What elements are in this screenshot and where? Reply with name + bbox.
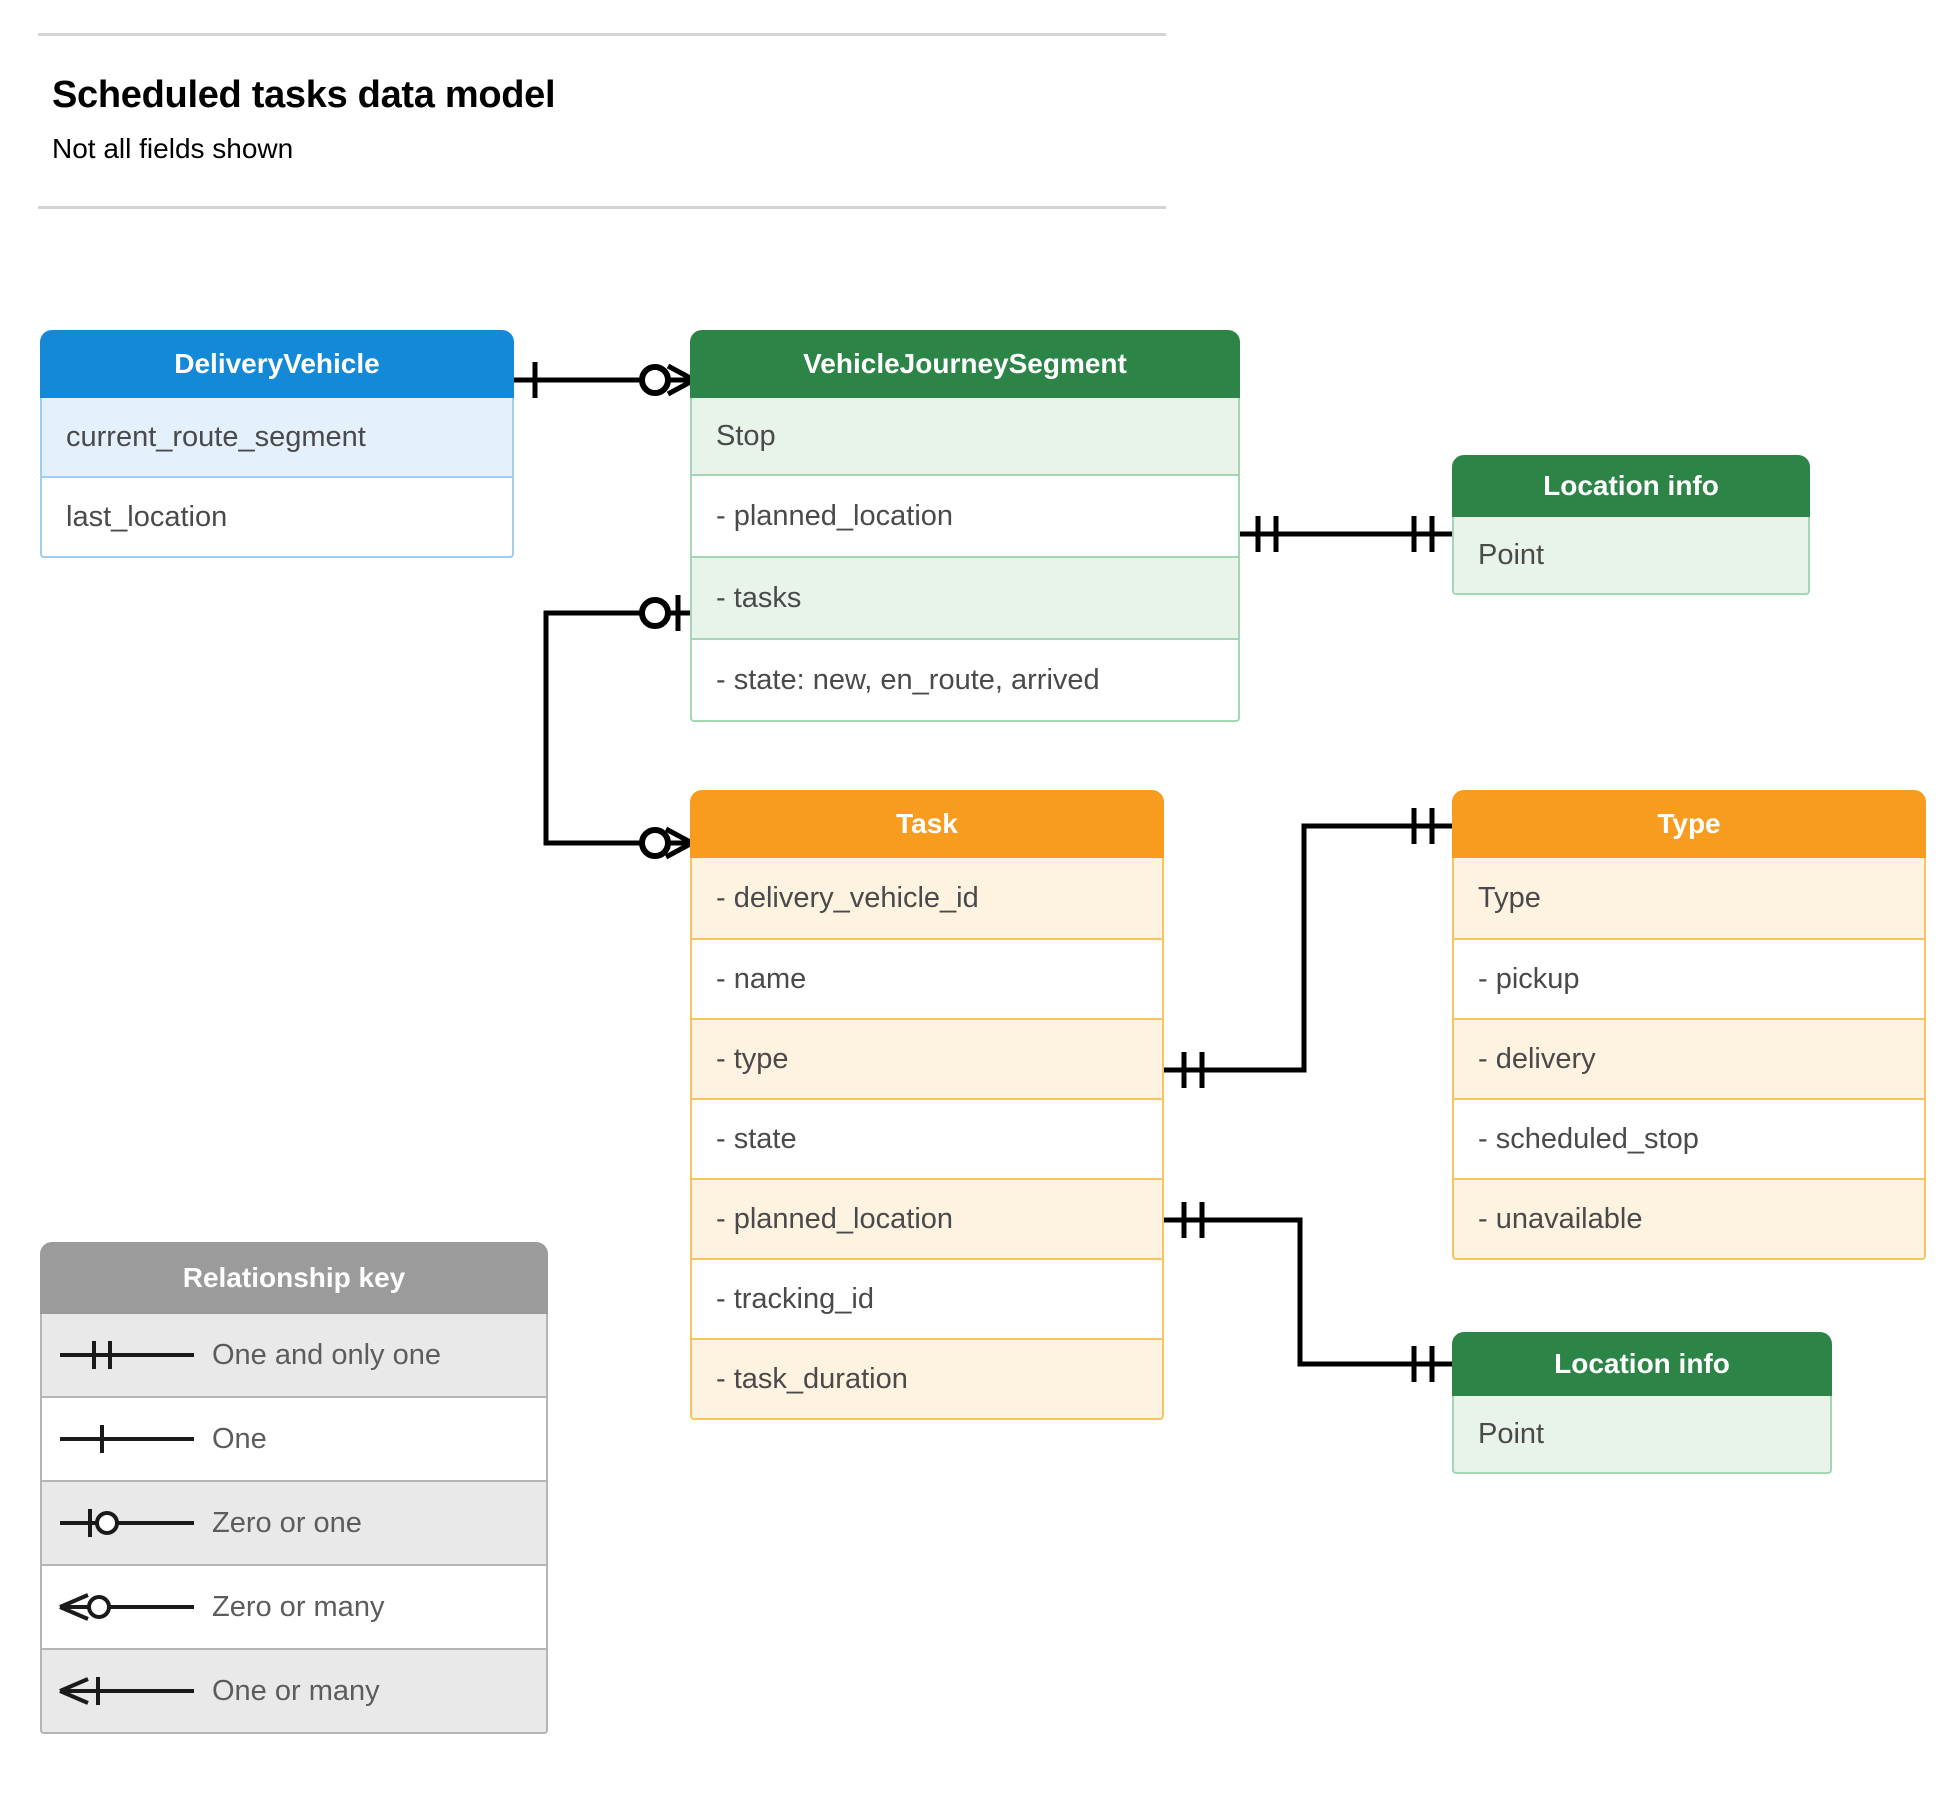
legend-label-one-or-many: One or many xyxy=(212,1674,380,1707)
field-task-delivery-vehicle-id: - delivery_vehicle_id xyxy=(690,858,1164,940)
wire-vjs-task xyxy=(543,610,690,846)
page-title: Scheduled tasks data model xyxy=(52,74,556,116)
one-and-only-one-icon xyxy=(42,1335,212,1375)
entity-type[interactable]: Type Type - pickup - delivery - schedule… xyxy=(1452,790,1926,1260)
field-task-tracking-id: - tracking_id xyxy=(690,1260,1164,1340)
one-or-many-icon xyxy=(42,1671,212,1711)
field-stop: Stop xyxy=(690,398,1240,476)
legend-item-one-or-many: One or many xyxy=(40,1650,548,1734)
one-icon xyxy=(42,1419,212,1459)
field-last-location: last_location xyxy=(40,478,514,558)
legend-label-one: One xyxy=(212,1422,267,1455)
header-divider-top xyxy=(38,33,1166,36)
field-type-scheduled-stop: - scheduled_stop xyxy=(1452,1100,1926,1180)
field-current-route-segment: current_route_segment xyxy=(40,398,514,478)
entity-title-vehicle-journey-segment: VehicleJourneySegment xyxy=(690,330,1240,398)
entity-title-type: Type xyxy=(1452,790,1926,858)
legend-item-zero-or-many: Zero or many xyxy=(40,1566,548,1650)
entity-location-info-bottom[interactable]: Location info Point xyxy=(1452,1332,1832,1474)
circle-zero-task xyxy=(639,827,671,859)
field-vjs-planned-location: - planned_location xyxy=(690,476,1240,558)
field-type-unavailable: - unavailable xyxy=(1452,1180,1926,1260)
legend-item-one-and-only-one: One and only one xyxy=(40,1314,548,1398)
circle-zero-vjs xyxy=(639,364,671,396)
field-task-name: - name xyxy=(690,940,1164,1020)
entity-title-location-info-top: Location info xyxy=(1452,455,1810,517)
page-subtitle: Not all fields shown xyxy=(52,133,294,164)
zero-or-many-icon xyxy=(42,1587,212,1627)
entity-vehicle-journey-segment[interactable]: VehicleJourneySegment Stop - planned_loc… xyxy=(690,330,1240,722)
entity-delivery-vehicle[interactable]: DeliveryVehicle current_route_segment la… xyxy=(40,330,514,558)
field-vjs-state: - state: new, en_route, arrived xyxy=(690,640,1240,722)
circle-zero-tasks xyxy=(639,597,671,629)
legend-label-one-and-only-one: One and only one xyxy=(212,1338,441,1371)
legend-relationship-key[interactable]: Relationship key One and only one xyxy=(40,1242,548,1734)
header-divider-bottom xyxy=(38,206,1166,209)
legend-item-one: One xyxy=(40,1398,548,1482)
wire-task-loc-bottom xyxy=(1164,1217,1456,1367)
field-type-header-row: Type xyxy=(1452,858,1926,940)
field-task-task-duration: - task_duration xyxy=(690,1340,1164,1420)
crowsfoot-task xyxy=(664,826,694,860)
legend-item-zero-or-one: Zero or one xyxy=(40,1482,548,1566)
entity-task[interactable]: Task - delivery_vehicle_id - name - type… xyxy=(690,790,1164,1420)
wire-task-type xyxy=(1164,823,1456,1073)
field-point-top: Point xyxy=(1452,517,1810,595)
legend-label-zero-or-many: Zero or many xyxy=(212,1590,385,1623)
entity-location-info-top[interactable]: Location info Point xyxy=(1452,455,1810,595)
field-vjs-tasks: - tasks xyxy=(690,558,1240,640)
entity-title-delivery-vehicle: DeliveryVehicle xyxy=(40,330,514,398)
field-task-type: - type xyxy=(690,1020,1164,1100)
field-type-pickup: - pickup xyxy=(1452,940,1926,1020)
field-type-delivery: - delivery xyxy=(1452,1020,1926,1100)
field-task-planned-location: - planned_location xyxy=(690,1180,1164,1260)
legend-title: Relationship key xyxy=(40,1242,548,1314)
legend-label-zero-or-one: Zero or one xyxy=(212,1506,362,1539)
zero-or-one-icon xyxy=(42,1503,212,1543)
field-point-bottom: Point xyxy=(1452,1396,1832,1474)
field-task-state: - state xyxy=(690,1100,1164,1180)
entity-title-location-info-bottom: Location info xyxy=(1452,1332,1832,1396)
entity-title-task: Task xyxy=(690,790,1164,858)
